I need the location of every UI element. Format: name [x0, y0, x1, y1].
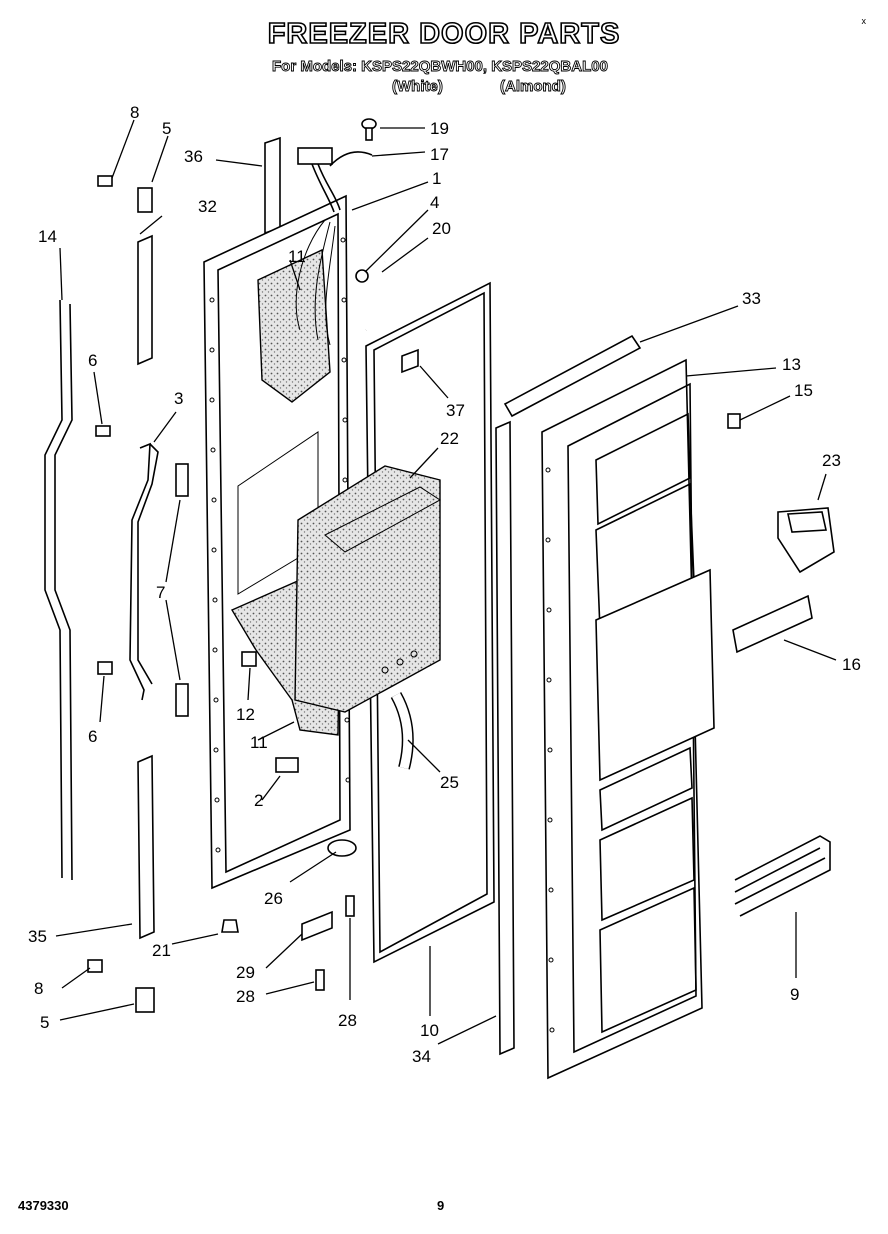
colour-white: (White) [392, 78, 444, 96]
part-8-screw-top [97, 175, 113, 187]
part-37-bracket [401, 348, 419, 374]
callout-35: 35 [28, 927, 47, 946]
callout-22: 22 [440, 429, 459, 448]
callout-13: 13 [782, 355, 801, 374]
callout-6-bottom: 6 [88, 727, 97, 746]
part-29-block [301, 910, 333, 942]
callout-16: 16 [842, 655, 861, 674]
part-5-clip-bottom [135, 987, 155, 1013]
part-36-strip [264, 136, 281, 235]
callout-33: 33 [742, 289, 761, 308]
callout-32: 32 [198, 197, 217, 216]
part-7-clips [175, 463, 189, 717]
callout-28-a: 28 [236, 987, 255, 1006]
part-3-hinge [129, 442, 159, 701]
part-9-handle [734, 835, 831, 917]
callout-8-bottom: 8 [34, 979, 43, 998]
part-19-screw [361, 118, 377, 141]
corner-mark: x [861, 16, 867, 26]
callout-10: 10 [420, 1021, 439, 1040]
part-20-tube [362, 261, 389, 332]
callout-11-top: 11 [288, 247, 306, 266]
part-5-clip-top [137, 187, 153, 213]
part-22-foam-block [294, 465, 441, 713]
callout-19: 19 [430, 119, 449, 138]
callout-36: 36 [184, 147, 203, 166]
page-number: 9 [437, 1198, 445, 1213]
part-28-screw-a [315, 969, 325, 991]
callout-34: 34 [412, 1047, 431, 1066]
part-6-screw-bottom [97, 661, 113, 675]
part-33-trim [503, 334, 642, 418]
callout-28-b: 28 [338, 1011, 357, 1030]
models-line: For Models: KSPS22QBWH00, KSPS22QBAL00 [272, 58, 609, 76]
part-25-tube [390, 692, 414, 770]
callout-7: 7 [156, 583, 165, 602]
part-28-screw-b [345, 895, 355, 917]
callout-5-bottom: 5 [40, 1013, 49, 1032]
callout-21: 21 [152, 941, 171, 960]
callout-9: 9 [790, 985, 799, 1004]
part-35-channel [137, 754, 155, 940]
callout-4: 4 [430, 193, 439, 212]
part-14-trim [44, 299, 73, 881]
part-34-trim-strip [495, 420, 515, 1056]
callout-25: 25 [440, 773, 459, 792]
callout-2: 2 [254, 791, 263, 810]
callout-3: 3 [174, 389, 183, 408]
part-16-strip [732, 594, 813, 654]
callout-26: 26 [264, 889, 283, 908]
callout-14: 14 [38, 227, 57, 246]
callout-8-top: 8 [130, 103, 139, 122]
part-4-plug [355, 269, 369, 283]
document-number: 4379330 [18, 1198, 69, 1213]
callout-29: 29 [236, 963, 255, 982]
callout-labels: 19 17 1 4 20 33 13 15 23 16 9 22 37 25 1… [28, 103, 861, 1066]
callout-23: 23 [822, 451, 841, 470]
page-title: FREEZER DOOR PARTS [267, 17, 621, 51]
part-21-foot [221, 919, 239, 933]
callout-11-bottom: 11 [250, 733, 268, 752]
callout-20: 20 [432, 219, 451, 238]
leader-lines [55, 119, 837, 1045]
callout-5-top: 5 [162, 119, 171, 138]
part-32-channel [137, 234, 153, 366]
part-6-screw-top [95, 425, 111, 437]
part-12-bracket [241, 651, 257, 667]
part-2-bracket [275, 757, 299, 773]
part-15-screw [727, 413, 741, 429]
callout-37: 37 [446, 401, 465, 420]
callout-12: 12 [236, 705, 255, 724]
callout-6-top: 6 [88, 351, 97, 370]
part-10-gasket [365, 281, 495, 964]
callout-15: 15 [794, 381, 813, 400]
part-13-outer-door [541, 358, 715, 1080]
colour-almond: (Almond) [500, 78, 567, 96]
part-17-wire-harness [297, 147, 373, 213]
callout-17: 17 [430, 145, 449, 164]
callout-1: 1 [432, 169, 441, 188]
part-23-chute [777, 507, 835, 574]
part-26-bracket [327, 839, 357, 857]
part-8-screw-bottom [87, 959, 103, 973]
